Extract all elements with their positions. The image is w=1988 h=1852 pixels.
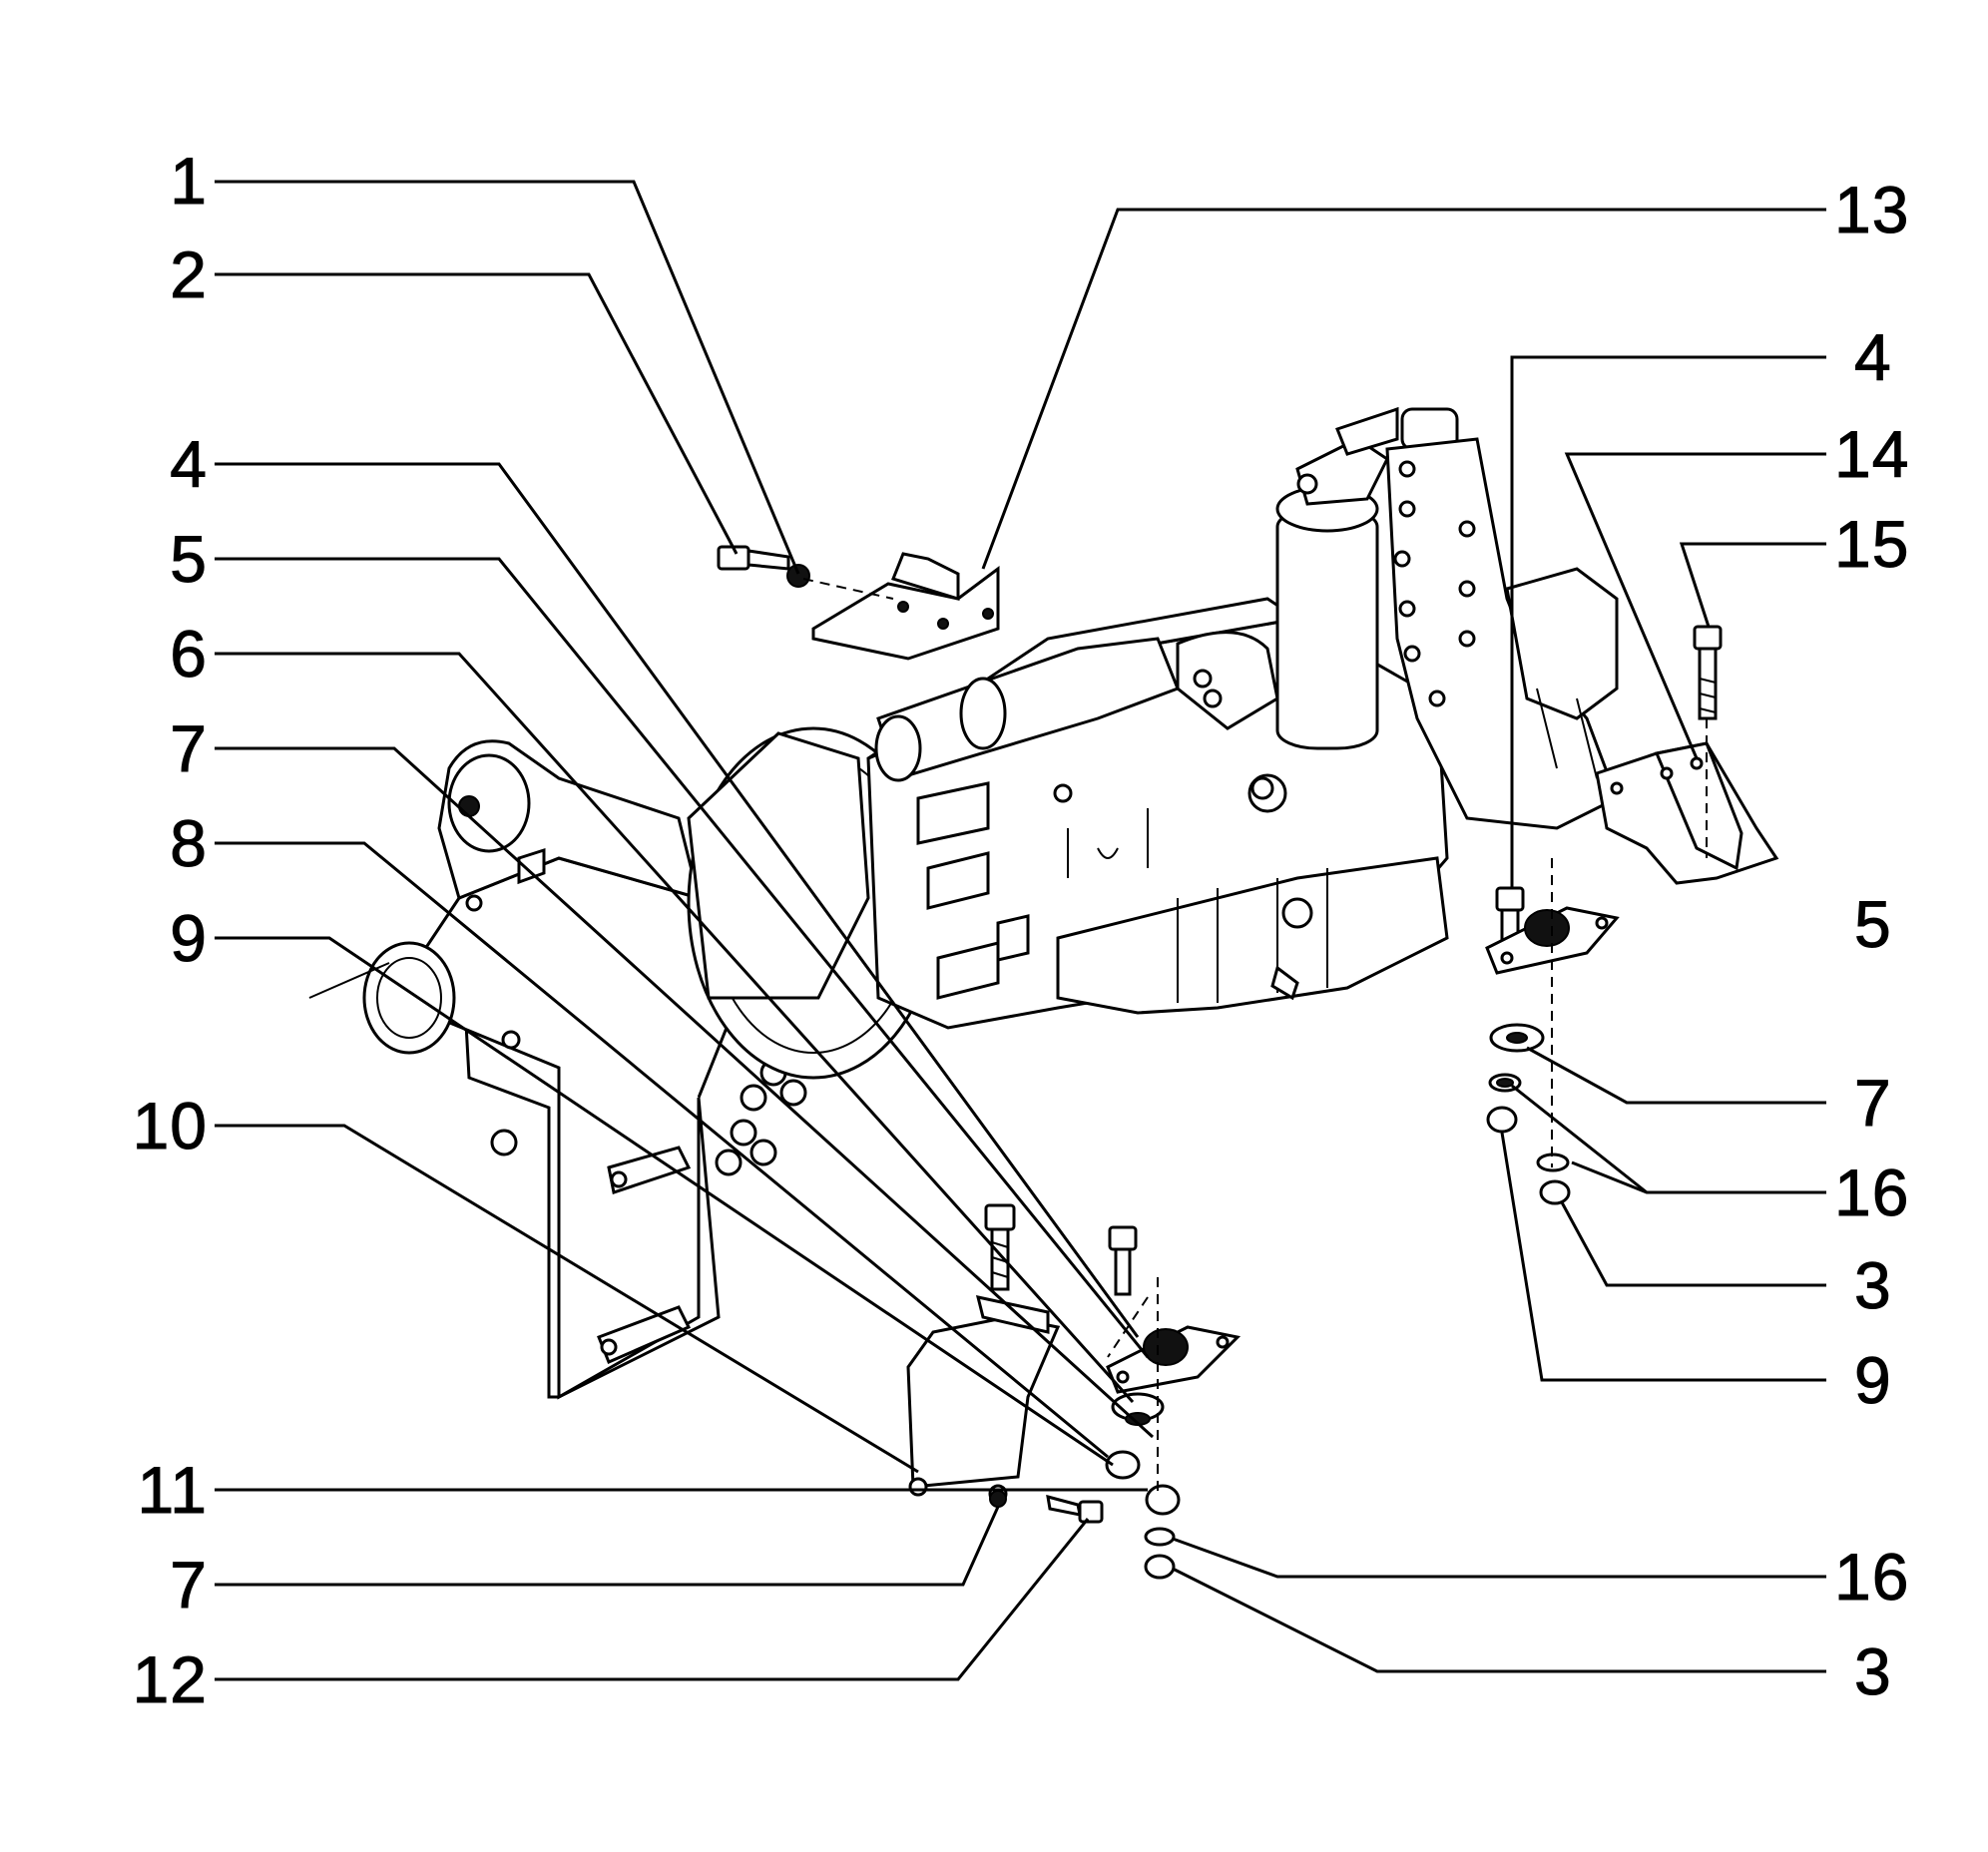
callout-14: 14	[1834, 417, 1910, 491]
callout-5r: 5	[1854, 887, 1892, 961]
callout-16r: 16	[1834, 1156, 1910, 1229]
part-15-bolt	[1693, 625, 1723, 720]
part-9-nut-right	[1486, 1106, 1518, 1134]
part-9-nut-left	[1105, 1450, 1141, 1480]
callout-5: 5	[170, 522, 208, 596]
part-10-bracket	[906, 1295, 1061, 1504]
callout-9r: 9	[1854, 1343, 1892, 1417]
callout-11: 11	[137, 1453, 208, 1527]
part-3-nut-left	[1144, 1554, 1176, 1580]
callout-15: 15	[1834, 507, 1910, 581]
part-4-bolt-left	[984, 1203, 1016, 1291]
callout-13: 13	[1834, 173, 1910, 246]
engine-assembly	[308, 406, 1619, 1400]
callout-9: 9	[170, 901, 208, 975]
part-13-bracket	[811, 552, 1000, 661]
oil-sump	[1056, 856, 1449, 1015]
callout-10: 10	[132, 1089, 208, 1162]
bolt-upper-mount	[1108, 1225, 1138, 1296]
callout-8: 8	[170, 806, 208, 880]
part-12-bolt	[1046, 1494, 1104, 1524]
callout-7r: 7	[1854, 1066, 1892, 1140]
part-1-nut	[786, 564, 810, 588]
part-5-rubber-mount-right	[1485, 906, 1620, 975]
timing-cover	[1385, 437, 1619, 830]
callout-1: 1	[170, 144, 208, 218]
part-11-spacer	[1145, 1484, 1181, 1516]
callout-7: 7	[170, 711, 208, 785]
leader-lines	[215, 180, 1826, 1681]
part-3-nut-right	[1539, 1179, 1571, 1205]
callout-3r: 3	[1854, 1248, 1892, 1322]
callout-6: 6	[170, 617, 208, 691]
callout-7b: 7	[170, 1548, 208, 1621]
callout-12: 12	[132, 1642, 208, 1716]
callout-4r: 4	[1854, 320, 1892, 394]
part-16-washer-left	[1144, 1527, 1176, 1547]
part-2-bolt	[717, 545, 790, 571]
callout-4: 4	[170, 427, 208, 501]
callout-3b: 3	[1854, 1634, 1892, 1708]
part-14-bracket	[1595, 741, 1779, 885]
part-5-rubber-mount-left	[1106, 1325, 1242, 1394]
callout-2: 2	[170, 237, 208, 311]
oil-filter	[1275, 507, 1379, 750]
callout-16b: 16	[1834, 1540, 1910, 1614]
